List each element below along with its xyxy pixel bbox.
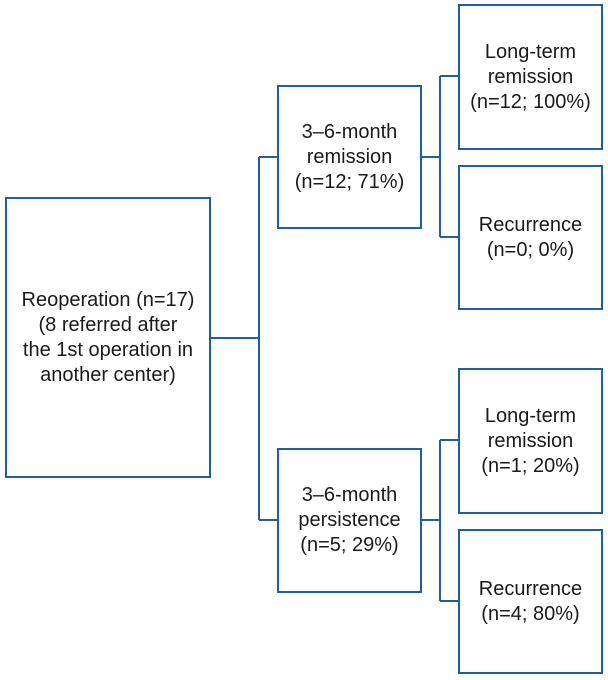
outcome-line: (n=1; 20%) <box>481 454 580 477</box>
root-box: Reoperation (n=17) (8 referred after the… <box>5 197 211 478</box>
outcome-box-persistence-recurrence: Recurrence (n=4; 80%) <box>458 529 603 674</box>
outcome-line: remission <box>487 65 574 88</box>
branch-line: 3–6-month <box>301 120 398 143</box>
root-line: another center) <box>40 363 176 386</box>
root-line: the 1st operation in <box>22 338 194 361</box>
outcome-line: (n=12; 100%) <box>470 90 591 113</box>
outcome-line: Recurrence <box>478 577 583 600</box>
outcome-line: Long-term <box>484 40 577 63</box>
branch-line: persistence <box>298 509 401 531</box>
outcome-box-remission-longterm: Long-term remission (n=12; 100%) <box>458 4 603 150</box>
branch-box-remission: 3–6-month remission (n=12; 71%) <box>277 85 422 229</box>
outcome-line: (n=0; 0%) <box>486 238 575 261</box>
outcome-box-remission-recurrence: Recurrence (n=0; 0%) <box>458 165 603 310</box>
branch-box-persistence: 3–6-month persistence (n=5; 29%) <box>277 448 422 593</box>
outcome-box-persistence-longterm: Long-term remission (n=1; 20%) <box>458 368 603 514</box>
branch-line: (n=12; 71%) <box>294 170 405 193</box>
branch-line: (n=5; 29%) <box>300 534 399 556</box>
branch-line: 3–6-month <box>301 484 398 506</box>
outcome-line: Recurrence <box>478 213 583 236</box>
outcome-line: (n=4; 80%) <box>481 602 580 625</box>
branch-line: remission <box>306 145 393 168</box>
outcome-line: Long-term <box>484 404 577 427</box>
root-line: Reoperation (n=17) <box>21 288 195 311</box>
root-line: (8 referred after <box>38 313 178 336</box>
outcome-line: remission <box>487 429 574 452</box>
